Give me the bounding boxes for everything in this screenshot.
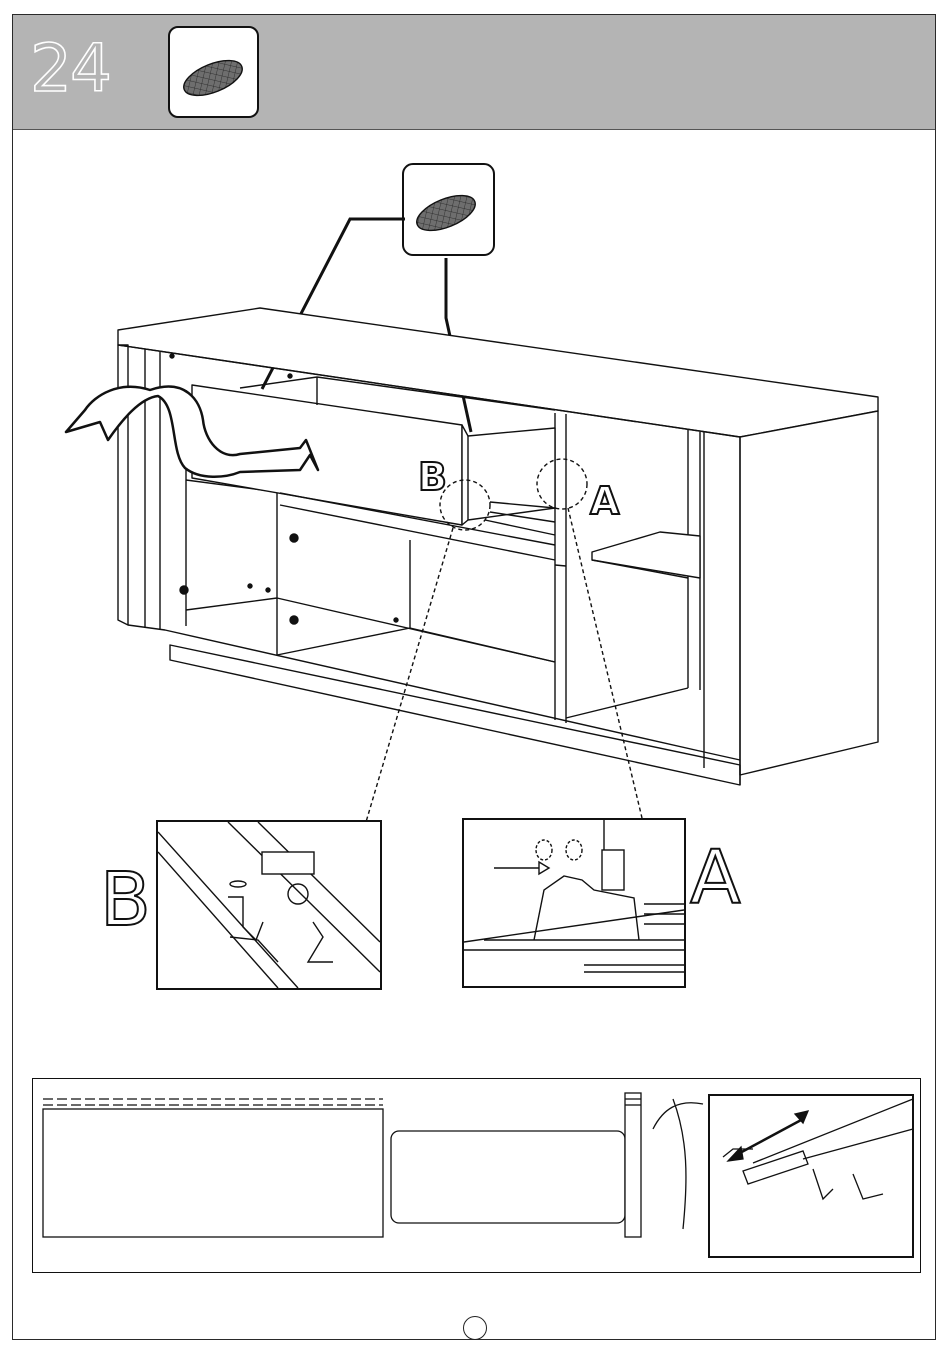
drawer-release-diagram: [33, 1079, 919, 1271]
page-number: [463, 1316, 487, 1340]
detail-a-box: [462, 818, 686, 988]
callout-label-b: B: [418, 457, 447, 497]
detail-label-b: B: [100, 860, 151, 940]
detail-label-a: A: [690, 838, 741, 918]
callout-part-box: [403, 164, 494, 255]
callout-label-a: A: [590, 481, 619, 521]
detail-a-illustration: [464, 820, 684, 986]
detail-b-illustration: [158, 822, 380, 988]
bottom-panel: [32, 1078, 921, 1273]
detail-b-box: [156, 820, 382, 990]
